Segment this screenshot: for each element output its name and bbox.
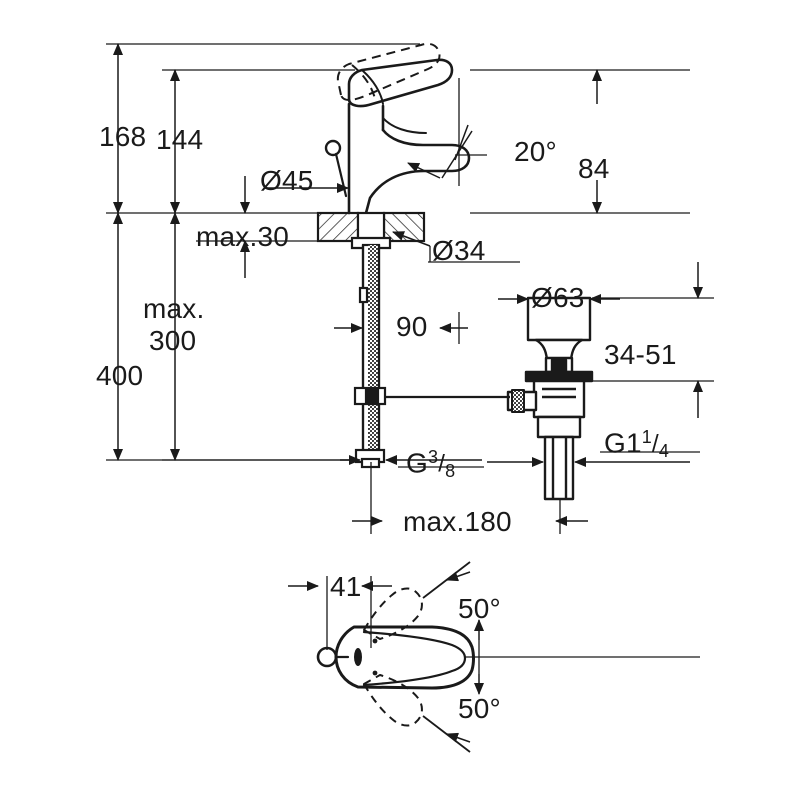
- dim-height-400: 400: [96, 360, 144, 391]
- thread-g114-prefix: G1: [604, 427, 642, 459]
- dim-angle-50-upper: 50°: [458, 593, 501, 624]
- dim-max-300-line2: 300: [149, 325, 197, 356]
- dim-max-30: max.30: [196, 221, 290, 252]
- dim-max-300-line1: max.: [143, 293, 205, 324]
- mounting-deck-section: [316, 211, 426, 243]
- dimension-lines-horizontal: [264, 78, 700, 534]
- dim-max-180: max.180: [403, 506, 512, 537]
- faucet-shank-assembly: [350, 211, 392, 469]
- top-view-handle: [316, 625, 475, 690]
- dim-length-90: 90: [396, 311, 428, 342]
- dim-range-34-51: 34-51: [604, 339, 677, 370]
- top-view-dimension-lines: [288, 561, 700, 753]
- dim-thread-g38: G3/8: [406, 447, 455, 482]
- thread-g114-denominator: 4: [658, 440, 670, 461]
- dim-dia-34: Ø34: [432, 235, 486, 266]
- top-view-ghost-rotations: [363, 587, 423, 727]
- thread-g114-numerator: 1: [641, 427, 652, 447]
- dim-height-168: 168: [99, 121, 147, 152]
- handle-ghost-open-position: [336, 42, 441, 101]
- dim-depth-84: 84: [578, 153, 610, 184]
- dim-angle-20: 20°: [514, 136, 557, 167]
- dim-height-144: 144: [156, 124, 204, 155]
- dim-dia-45: Ø45: [260, 165, 314, 196]
- dim-angle-50-lower: 50°: [458, 693, 501, 724]
- thread-g38-numerator: 3: [427, 447, 439, 467]
- thread-g114-slash: /: [651, 430, 659, 458]
- thread-g38-fraction: 3/8: [428, 446, 455, 481]
- thread-g38-denominator: 8: [445, 460, 456, 481]
- faucet-body-elevation: [324, 58, 471, 215]
- thread-g114-fraction: 1/4: [642, 426, 669, 461]
- dim-width-41: 41: [330, 571, 362, 602]
- dimension-lines-vertical: [106, 43, 714, 461]
- thread-g38-slash: /: [438, 450, 446, 478]
- pop-up-waste-assembly: [386, 296, 594, 501]
- thread-g38-prefix: G: [406, 447, 428, 479]
- dim-thread-g114: G11/4: [604, 427, 669, 462]
- dim-dia-63: Ø63: [531, 282, 585, 313]
